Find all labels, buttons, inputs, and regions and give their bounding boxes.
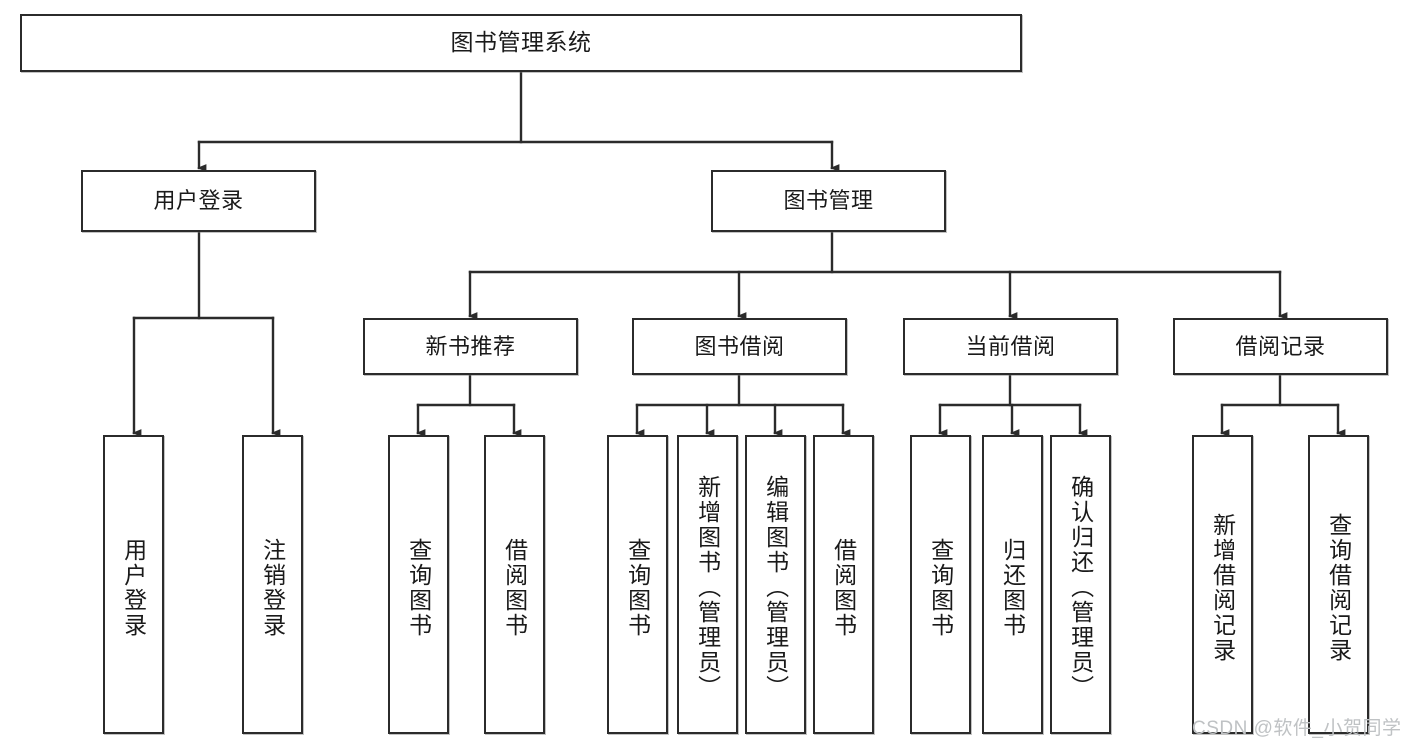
leaf-user-login[interactable]: 用户登录 (103, 435, 164, 734)
leaf-query-book-current[interactable]: 查询图书 (910, 435, 971, 734)
node-current-borrow[interactable]: 当前借阅 (903, 318, 1118, 375)
leaf-borrow-book-label: 借阅图书 (830, 537, 857, 638)
leaf-return-book[interactable]: 归还图书 (982, 435, 1043, 734)
leaf-edit-book-admin[interactable]: 编辑图书（管理员） (745, 435, 806, 734)
node-book-borrow[interactable]: 图书借阅 (632, 318, 847, 375)
leaf-query-borrow-record-label: 查询借阅记录 (1325, 512, 1352, 663)
node-book-management-label: 图书管理 (783, 188, 874, 214)
leaf-query-borrow-record[interactable]: 查询借阅记录 (1308, 435, 1369, 734)
leaf-return-book-label: 归还图书 (999, 537, 1026, 638)
leaf-confirm-return-admin-label: 确认归还（管理员） (1067, 475, 1094, 700)
leaf-query-book-borrow[interactable]: 查询图书 (607, 435, 668, 734)
node-user-login-label: 用户登录 (153, 188, 244, 214)
leaf-query-book-newbook[interactable]: 查询图书 (388, 435, 449, 734)
leaf-confirm-return-admin[interactable]: 确认归还（管理员） (1050, 435, 1111, 734)
leaf-edit-book-admin-label: 编辑图书（管理员） (762, 475, 789, 700)
watermark-text: CSDN @软件_小贺同学 (1192, 718, 1402, 739)
leaf-add-borrow-record[interactable]: 新增借阅记录 (1192, 435, 1253, 734)
leaf-user-login-label: 用户登录 (120, 537, 147, 638)
node-new-book-recommend-label: 新书推荐 (425, 333, 516, 359)
node-book-borrow-label: 图书借阅 (694, 333, 785, 359)
leaf-borrow-book-newbook[interactable]: 借阅图书 (484, 435, 545, 734)
node-borrow-record[interactable]: 借阅记录 (1173, 318, 1388, 375)
node-book-management[interactable]: 图书管理 (711, 170, 946, 232)
node-current-borrow-label: 当前借阅 (965, 333, 1056, 359)
leaf-add-borrow-record-label: 新增借阅记录 (1209, 512, 1236, 663)
leaf-logout-label: 注销登录 (259, 537, 286, 638)
leaf-query-book-newbook-label: 查询图书 (405, 537, 432, 638)
node-user-login[interactable]: 用户登录 (81, 170, 316, 232)
leaf-borrow-book-newbook-label: 借阅图书 (501, 537, 528, 638)
leaf-borrow-book[interactable]: 借阅图书 (813, 435, 874, 734)
node-root-label: 图书管理系统 (450, 29, 592, 56)
leaf-add-book-admin-label: 新增图书（管理员） (694, 475, 721, 700)
node-new-book-recommend[interactable]: 新书推荐 (363, 318, 578, 375)
leaf-query-book-borrow-label: 查询图书 (624, 537, 651, 638)
node-root[interactable]: 图书管理系统 (20, 14, 1022, 72)
node-borrow-record-label: 借阅记录 (1235, 333, 1326, 359)
leaf-logout[interactable]: 注销登录 (242, 435, 303, 734)
leaf-add-book-admin[interactable]: 新增图书（管理员） (677, 435, 738, 734)
leaf-query-book-current-label: 查询图书 (927, 537, 954, 638)
